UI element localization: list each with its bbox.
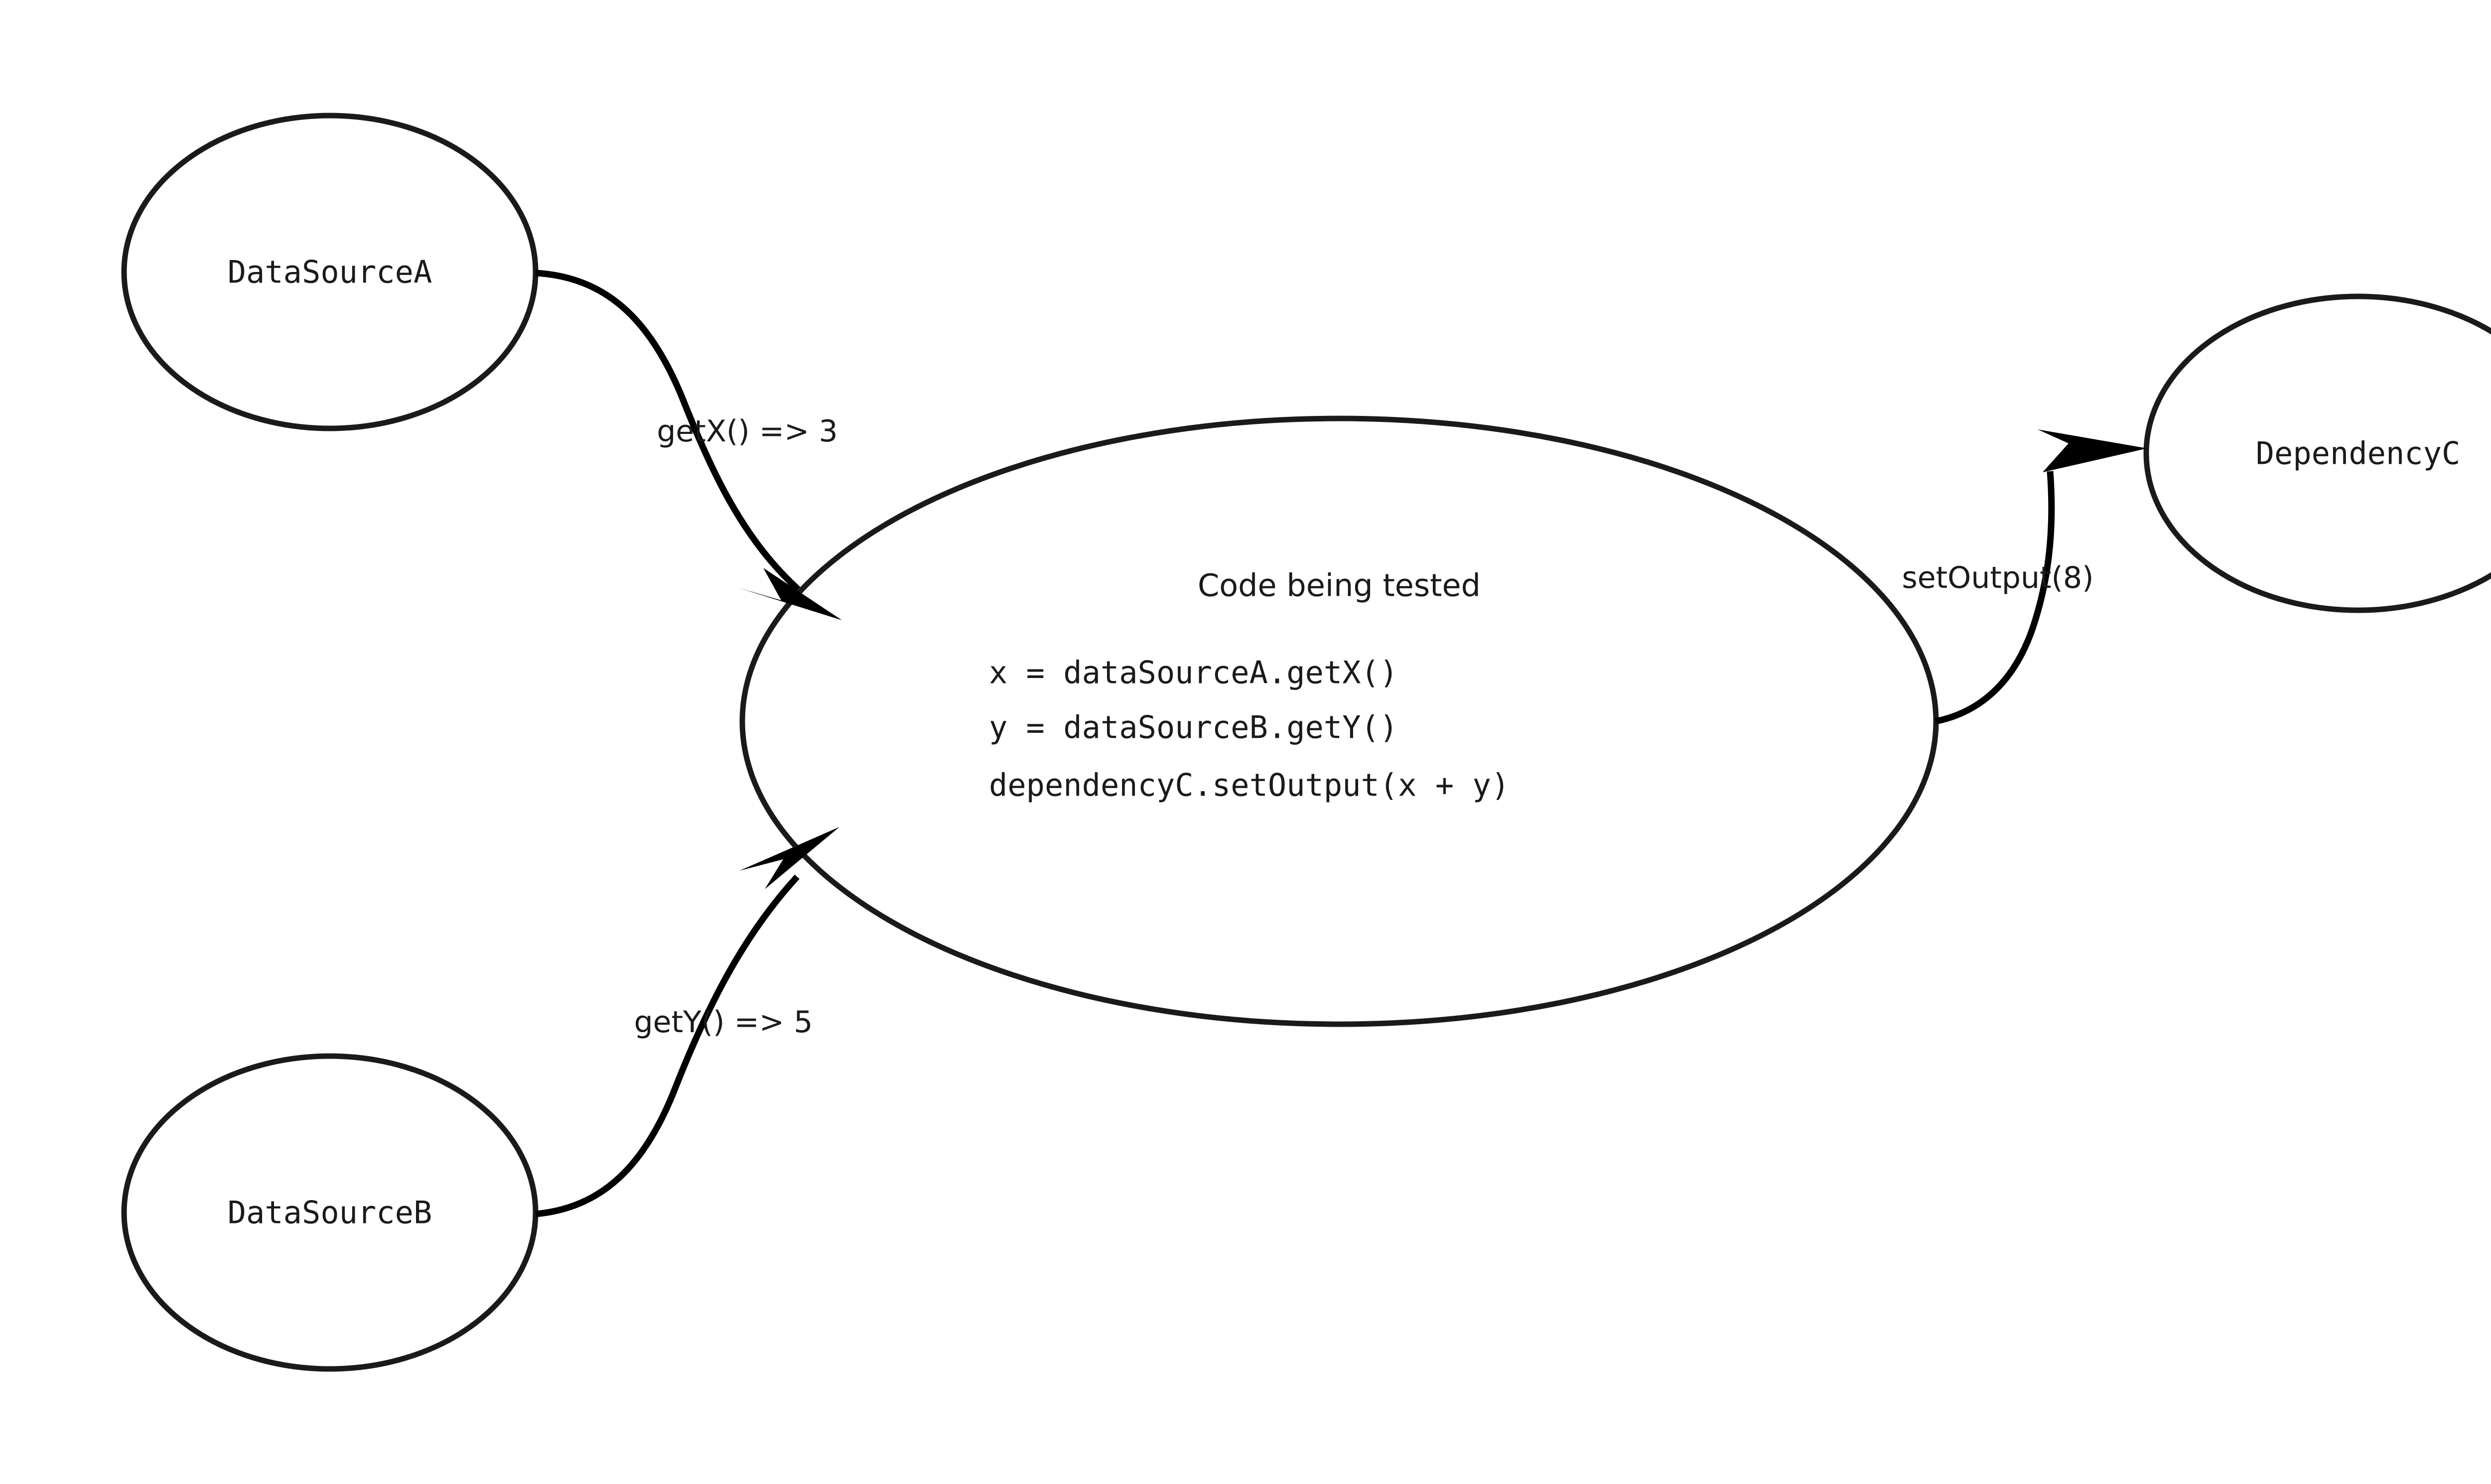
edge-b-to-code-path bbox=[535, 874, 800, 1217]
data-source-a-label: DataSourceA bbox=[228, 254, 432, 290]
node-code-under-test[interactable]: Code being tested x = dataSourceA.getX()… bbox=[739, 415, 1939, 1027]
node-data-source-a[interactable]: DataSourceA bbox=[121, 113, 539, 431]
edge-data-source-a-to-code[interactable]: getX() => 3 bbox=[535, 270, 842, 620]
code-line-2: y = dataSourceB.getY() bbox=[989, 709, 1398, 746]
data-source-a-ellipse bbox=[121, 113, 539, 431]
code-line-1: x = dataSourceA.getX() bbox=[989, 655, 1398, 691]
edge-code-to-c-label: setOutput(8) bbox=[1902, 560, 2093, 595]
dependency-c-ellipse bbox=[2143, 293, 2491, 613]
node-dependency-c[interactable]: DependencyC bbox=[2143, 293, 2491, 613]
edge-code-to-dependency-c[interactable]: setOutput(8) bbox=[1902, 429, 2147, 725]
code-under-test-title: Code being tested bbox=[1198, 567, 1481, 604]
dependency-c-label: DependencyC bbox=[2256, 435, 2461, 472]
edge-b-to-code-arrowhead bbox=[739, 827, 839, 889]
node-data-source-b[interactable]: DataSourceB bbox=[121, 1053, 539, 1372]
edge-code-to-c-arrowhead bbox=[2038, 429, 2147, 472]
code-line-3: dependencyC.setOutput(x + y) bbox=[989, 767, 1510, 804]
edge-data-source-b-to-code[interactable]: getY() => 5 bbox=[535, 827, 839, 1217]
data-source-b-label: DataSourceB bbox=[228, 1195, 432, 1231]
edge-b-to-code-label: getY() => 5 bbox=[634, 1005, 813, 1040]
edge-a-to-code-path bbox=[535, 270, 801, 592]
edge-code-to-c-path bbox=[1935, 471, 2055, 725]
edge-a-to-code-arrowhead bbox=[738, 568, 842, 620]
edge-a-to-code-label: getX() => 3 bbox=[657, 414, 837, 449]
